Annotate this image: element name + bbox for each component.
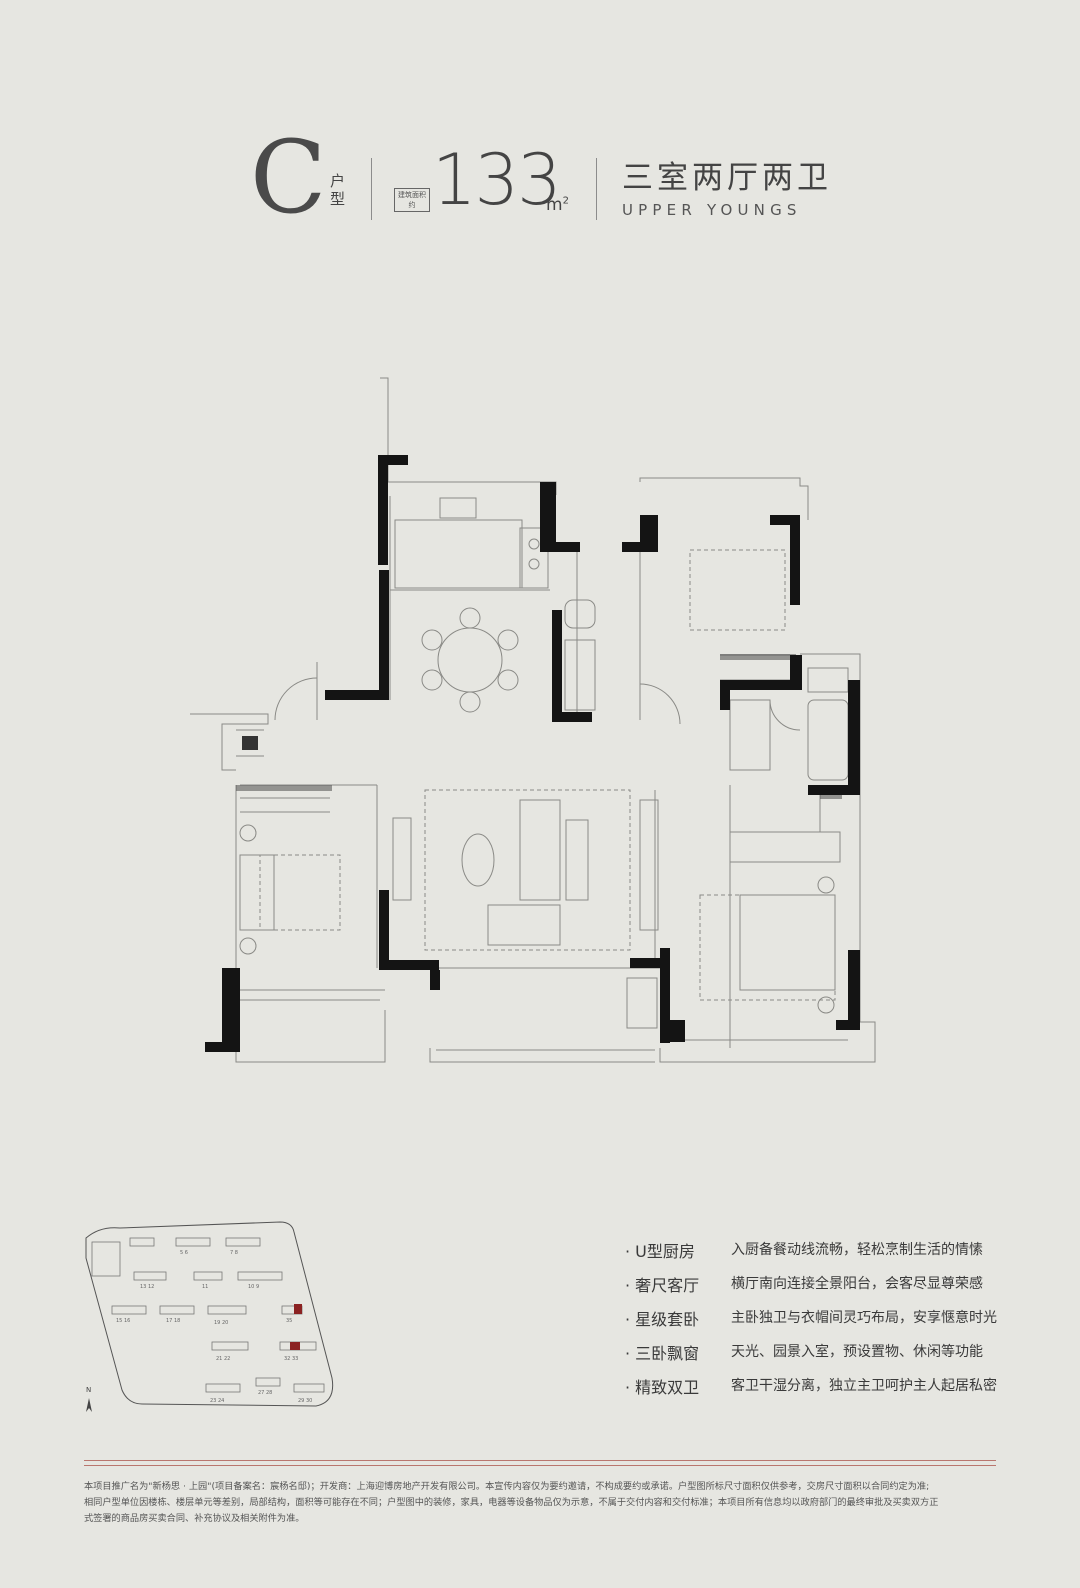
area-caption: 建筑面积约 xyxy=(394,188,430,212)
building-label: 32 33 xyxy=(284,1356,298,1362)
area-unit: m2 xyxy=(546,195,569,215)
feature-item: · U型厨房 入厨备餐动线流畅，轻松烹制生活的情愫 xyxy=(625,1238,1075,1272)
building-label: 5 6 xyxy=(180,1250,188,1256)
disclaimer: 本项目推广名为"新杨思 · 上园"(项目备案名：宸杨名邸)；开发商：上海迎博房地… xyxy=(84,1479,996,1527)
divider-line xyxy=(84,1465,996,1466)
building-label: 35 xyxy=(286,1318,292,1324)
building-label: 21 22 xyxy=(216,1356,230,1362)
brand-name: UPPER YOUNGS xyxy=(622,201,802,219)
unit-type-label: 户型 xyxy=(330,172,346,208)
building-label: 23 24 xyxy=(210,1398,224,1404)
feature-name: · 星级套卧 xyxy=(625,1310,700,1329)
site-map: 5 6 7 8 13 12 11 10 9 15 16 17 18 19 20 … xyxy=(85,1221,334,1412)
feature-name: · U型厨房 xyxy=(625,1242,695,1261)
feature-desc: 入厨备餐动线流畅，轻松烹制生活的情愫 xyxy=(731,1242,983,1258)
building-label: 15 16 xyxy=(116,1318,130,1324)
feature-item: · 三卧飘窗 天光、园景入室，预设置物、休闲等功能 xyxy=(625,1340,1075,1374)
feature-name: · 奢尺客厅 xyxy=(625,1276,700,1295)
building-label: 27 28 xyxy=(258,1390,272,1396)
feature-desc: 客卫干湿分离，独立主卫呵护主人起居私密 xyxy=(731,1378,997,1394)
rooms-summary: 三室两厅两卫 xyxy=(622,160,832,196)
building-label: 19 20 xyxy=(214,1320,228,1326)
header-divider xyxy=(371,158,372,220)
feature-item: · 精致双卫 客卫干湿分离，独立主卫呵护主人起居私密 xyxy=(625,1374,1075,1408)
disclaimer-line: 本项目推广名为"新杨思 · 上园"(项目备案名：宸杨名邸)；开发商：上海迎博房地… xyxy=(84,1481,930,1492)
area-unit-sup: 2 xyxy=(562,195,569,207)
feature-item: · 奢尺客厅 横厅南向连接全景阳台，会客尽显尊荣感 xyxy=(625,1272,1075,1306)
feature-list: · U型厨房 入厨备餐动线流畅，轻松烹制生活的情愫 · 奢尺客厅 横厅南向连接全… xyxy=(625,1238,1075,1408)
feature-name: · 三卧飘窗 xyxy=(625,1344,700,1363)
building-label: 7 8 xyxy=(230,1250,238,1256)
building-label: 11 xyxy=(202,1284,208,1290)
header-divider-2 xyxy=(596,158,597,220)
disclaimer-line: 式签署的商品房买卖合同、补充协议及相关附件为准。 xyxy=(84,1513,305,1524)
area-value: 133 xyxy=(432,139,562,221)
divider-line xyxy=(84,1460,996,1461)
north-arrow-icon xyxy=(86,1398,92,1412)
building-label: 13 12 xyxy=(140,1284,154,1290)
feature-desc: 主卧独卫与衣帽间灵巧布局，安享惬意时光 xyxy=(731,1310,997,1326)
building-label: 17 18 xyxy=(166,1318,180,1324)
area-unit-text: m xyxy=(546,195,563,215)
north-label: N xyxy=(86,1386,91,1394)
feature-name: · 精致双卫 xyxy=(625,1378,700,1397)
disclaimer-line: 相同户型单位因楼栋、楼层单元等差别，局部结构，面积等可能存在不同；户型图中的装修… xyxy=(84,1497,939,1508)
building-label: 10 9 xyxy=(248,1284,259,1290)
building-label: 29 30 xyxy=(298,1398,312,1404)
unit-letter: C xyxy=(250,119,327,236)
feature-desc: 天光、园景入室，预设置物、休闲等功能 xyxy=(731,1344,983,1360)
feature-desc: 横厅南向连接全景阳台，会客尽显尊荣感 xyxy=(731,1276,983,1292)
feature-item: · 星级套卧 主卧独卫与衣帽间灵巧布局，安享惬意时光 xyxy=(625,1306,1075,1340)
